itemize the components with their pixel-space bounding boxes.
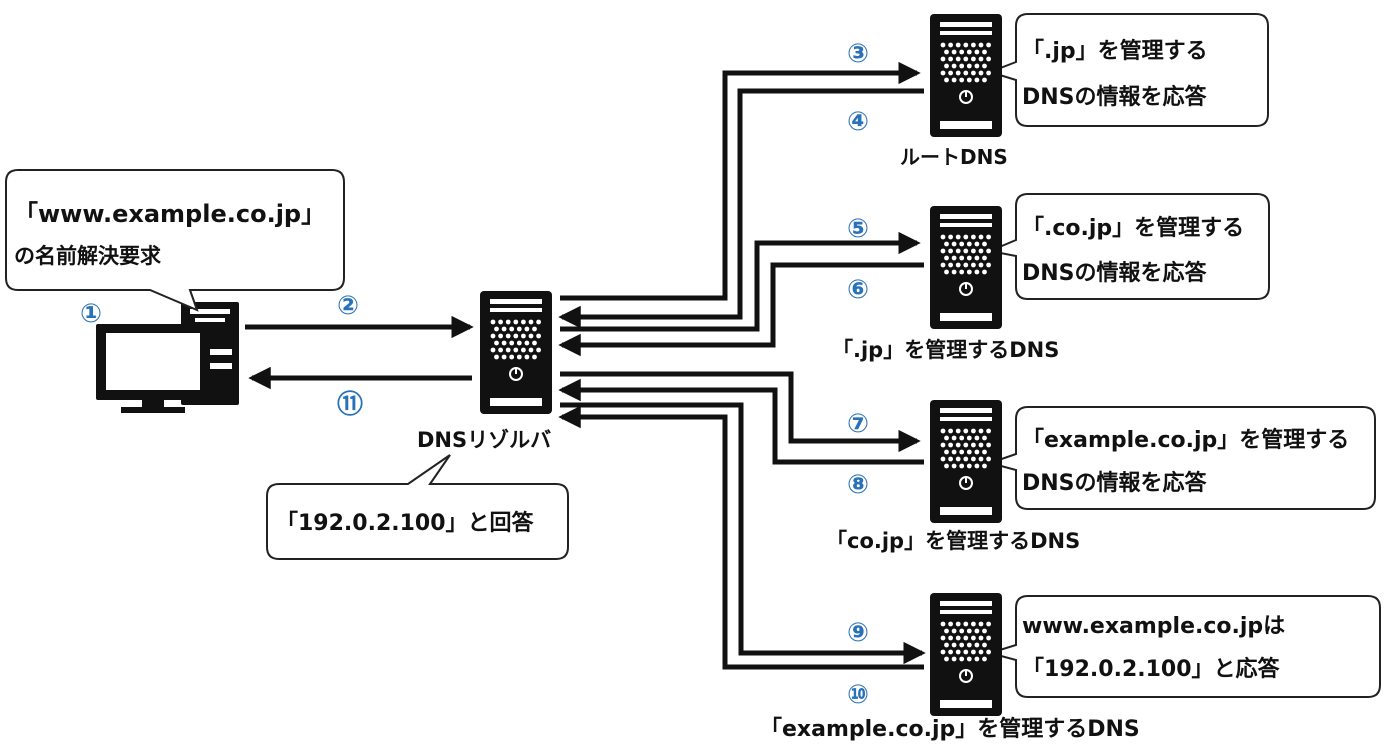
- resolver-bubble-text: 「192.0.2.100」と回答: [276, 510, 535, 536]
- cojp-bubble-line-2: DNSの情報を応答: [1022, 470, 1208, 496]
- step-10: ⑩: [847, 680, 869, 710]
- arrow-step-6: [558, 262, 924, 357]
- arrow-step-5: [560, 231, 921, 332]
- example-dns-bubble: [986, 595, 1381, 698]
- root-dns-bubble: [986, 13, 1269, 127]
- step-2: ②: [337, 291, 359, 321]
- jp-dns-server-icon: [930, 206, 1002, 329]
- arrow-step-3: [560, 61, 921, 301]
- cojp-dns-server-icon: [930, 400, 1002, 523]
- servers: [480, 14, 1002, 716]
- root-bubble-line-2: DNSの情報を応答: [1022, 84, 1208, 110]
- example-dns-label: 「example.co.jp」を管理するDNS: [760, 716, 1140, 742]
- step-1: ①: [80, 299, 102, 329]
- jp-bubble-line-2: DNSの情報を応答: [1022, 260, 1208, 286]
- desktop-computer-icon: [96, 302, 239, 413]
- arrow-step-9: [560, 402, 926, 665]
- client-bubble-text: 「www.example.co.jp」 の名前解決要求: [14, 200, 325, 268]
- arrow-step-7: [560, 371, 921, 453]
- step-8: ⑧: [847, 470, 869, 500]
- step-11: ⑪: [337, 389, 363, 420]
- step-5: ⑤: [847, 214, 869, 244]
- arrows: [245, 61, 926, 670]
- resolver-answer-bubble: [266, 454, 569, 560]
- arrow-step-8: [558, 378, 924, 465]
- example-bubble-line-2: 「192.0.2.100」と応答: [1022, 656, 1281, 682]
- root-dns-server-icon: [930, 14, 1002, 137]
- arrow-step-4: [558, 88, 924, 329]
- step-6: ⑥: [847, 275, 869, 305]
- jp-dns-bubble: [986, 193, 1270, 300]
- step-3: ③: [847, 39, 869, 69]
- step-numbers: ① ② ③ ④ ⑤ ⑥ ⑦ ⑧ ⑨ ⑩ ⑪: [80, 39, 869, 710]
- step-4: ④: [847, 107, 869, 137]
- resolver-server-icon: [480, 291, 552, 414]
- cojp-bubble-line-1: 「example.co.jp」を管理する: [1022, 427, 1349, 453]
- bubbles: [5, 13, 1381, 698]
- cojp-dns-bubble: [986, 406, 1376, 510]
- client-request-bubble: [5, 169, 345, 312]
- step-7: ⑦: [847, 409, 869, 439]
- example-dns-server-icon: [930, 593, 1002, 716]
- resolver-label: DNSリゾルバ: [417, 428, 551, 452]
- arrow-step-10: [558, 405, 924, 670]
- root-bubble-line-1: 「.jp」を管理する: [1022, 38, 1208, 64]
- root-dns-label: ルートDNS: [900, 145, 1008, 169]
- example-bubble-line-1: www.example.co.jpは: [1022, 614, 1285, 639]
- client-bubble-line-2: の名前解決要求: [14, 244, 161, 268]
- jp-dns-label: 「.jp」を管理するDNS: [832, 338, 1059, 362]
- cojp-dns-label: 「co.jp」を管理するDNS: [826, 529, 1080, 553]
- client-bubble-line-1: 「www.example.co.jp」: [14, 200, 325, 228]
- jp-bubble-line-1: 「.co.jp」を管理する: [1022, 215, 1244, 241]
- step-9: ⑨: [847, 618, 869, 648]
